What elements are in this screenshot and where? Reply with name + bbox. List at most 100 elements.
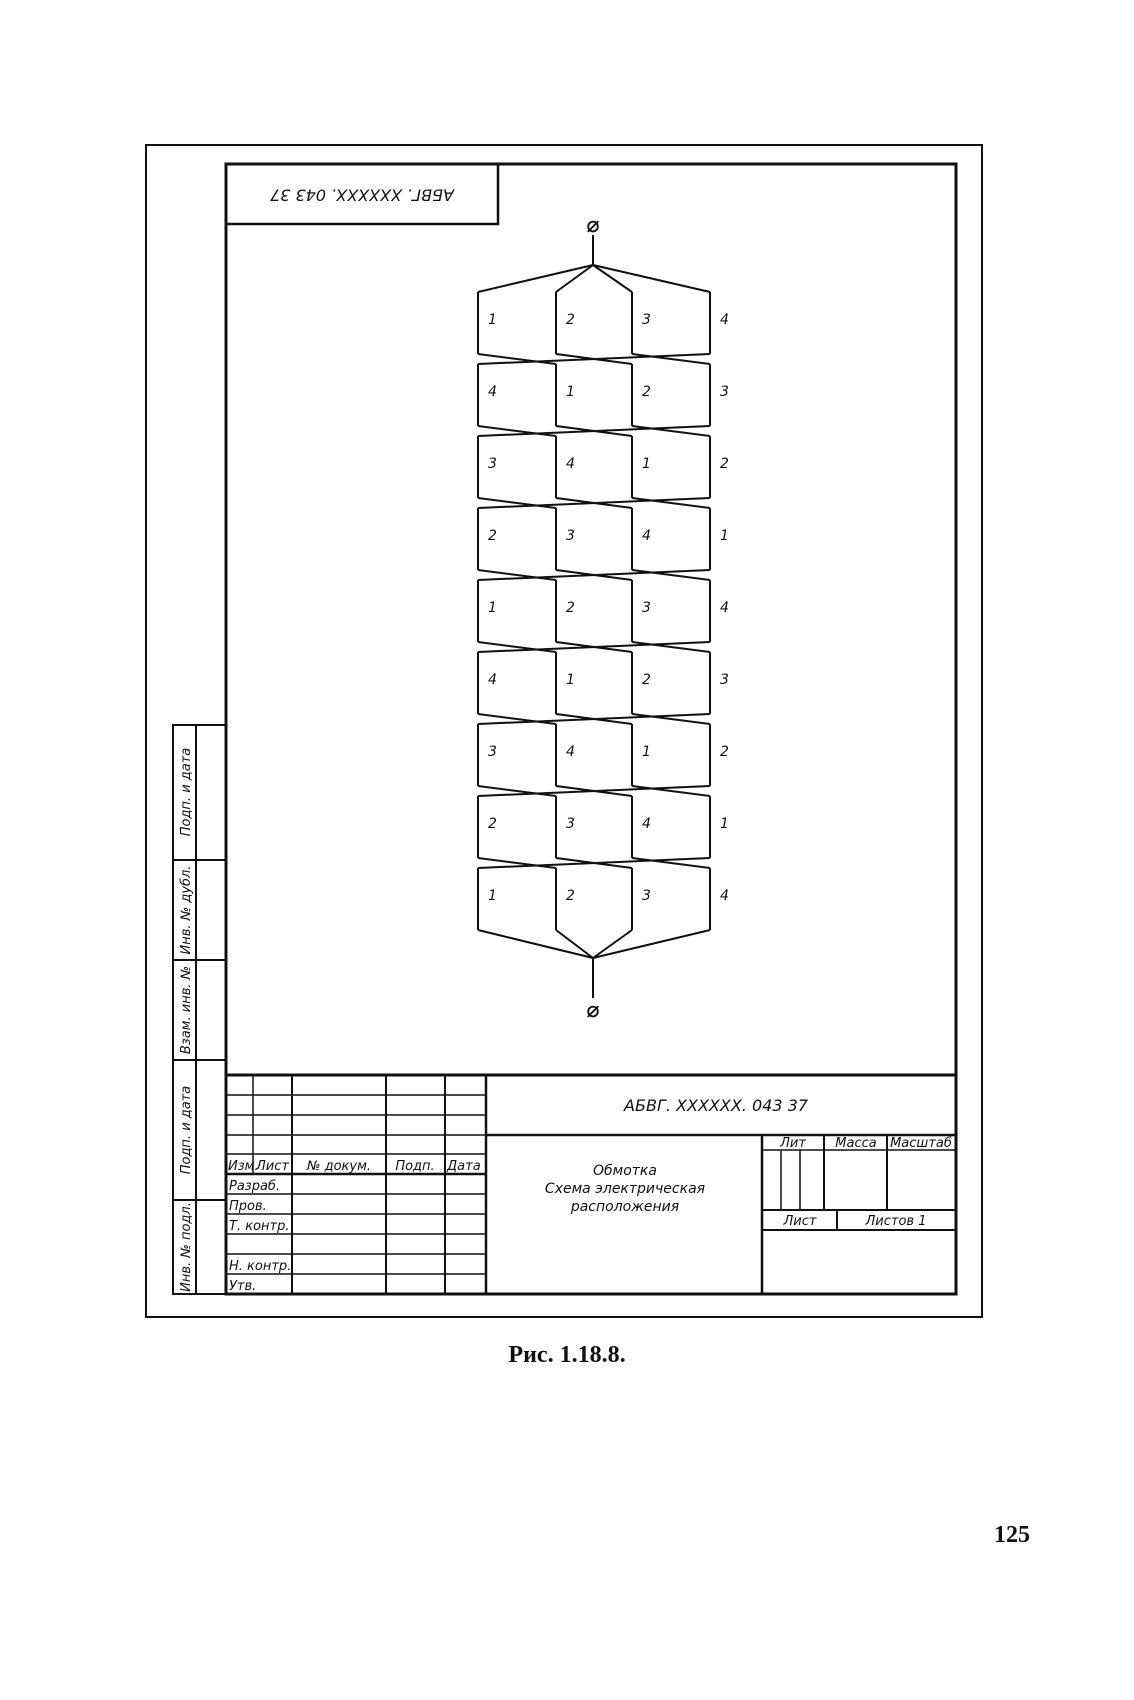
side-strip-label: Подп. и дата bbox=[179, 1086, 194, 1175]
col-header-list: Лист bbox=[255, 1159, 289, 1174]
conductor-label: 3 bbox=[566, 816, 575, 832]
conductor-label: 3 bbox=[720, 672, 729, 688]
conductor-label: 1 bbox=[488, 888, 497, 904]
role-checked: Пров. bbox=[229, 1199, 267, 1214]
conductor-label: 3 bbox=[488, 456, 497, 472]
conductor-segment bbox=[631, 353, 711, 365]
lit-label: Лит bbox=[779, 1136, 806, 1151]
conductor-segment bbox=[477, 785, 711, 797]
conductor-segment bbox=[477, 641, 557, 653]
conductor-label: 4 bbox=[488, 672, 497, 688]
conductor-label: 1 bbox=[642, 456, 651, 472]
conductor-label: 1 bbox=[566, 672, 575, 688]
doc-code: АБВГ. XXXXXX. 043 37 bbox=[623, 1096, 809, 1115]
conductor-segment bbox=[555, 264, 594, 293]
title-block bbox=[226, 1073, 956, 1294]
side-strip-label: Инв. № дубл. bbox=[179, 866, 194, 955]
conductor-segment bbox=[477, 929, 594, 959]
conductor-segment bbox=[631, 569, 711, 581]
conductor-segment bbox=[631, 785, 711, 797]
corner-code-box: АБВГ. XXXXXX. 043 37 bbox=[224, 162, 500, 226]
conductor-segment bbox=[477, 785, 557, 797]
conductor-segment bbox=[631, 713, 711, 725]
col-header-date: Дата bbox=[446, 1159, 481, 1174]
figure-caption: Рис. 1.18.8. bbox=[508, 1342, 626, 1368]
bottom-terminal-icon: ⌀ bbox=[586, 998, 599, 1023]
conductor-label: 3 bbox=[642, 888, 651, 904]
title-line-3: расположения bbox=[570, 1199, 679, 1215]
conductor-label: 4 bbox=[488, 384, 497, 400]
conductor-label: 2 bbox=[642, 384, 651, 400]
conductor-label: 1 bbox=[720, 816, 729, 832]
side-strip-label: Инв. № подл. bbox=[179, 1202, 194, 1292]
role-norm-control: Н. контр. bbox=[229, 1259, 291, 1274]
role-approved: Утв. bbox=[229, 1279, 256, 1294]
conductor-label: 3 bbox=[642, 312, 651, 328]
role-developed: Разраб. bbox=[229, 1179, 280, 1194]
conductor-label: 4 bbox=[720, 600, 729, 616]
conductor-segment bbox=[631, 857, 711, 869]
page-number: 125 bbox=[994, 1522, 1030, 1548]
col-header-izm: Изм. bbox=[228, 1159, 259, 1174]
side-strip bbox=[172, 724, 227, 1295]
conductor-label: 2 bbox=[566, 600, 575, 616]
conductor-segment bbox=[477, 497, 557, 509]
conductor-label: 3 bbox=[488, 744, 497, 760]
sheet-label: Лист bbox=[783, 1214, 817, 1229]
side-strip-label: Взам. инв. № bbox=[179, 966, 194, 1054]
col-header-doc-num: № докум. bbox=[306, 1159, 371, 1174]
conductor-segment bbox=[477, 425, 711, 437]
inner-frame bbox=[224, 162, 958, 1296]
role-tech-control: Т. контр. bbox=[229, 1219, 289, 1234]
title-line-2: Схема электрическая bbox=[545, 1181, 705, 1197]
scale-label: Масштаб bbox=[890, 1136, 952, 1151]
conductor-segment bbox=[477, 497, 711, 509]
conductor-segment bbox=[631, 497, 711, 509]
conductor-label: 4 bbox=[566, 744, 575, 760]
conductor-segment bbox=[592, 264, 633, 293]
conductor-segment bbox=[477, 857, 711, 869]
conductor-segment bbox=[477, 569, 711, 581]
conductor-segment bbox=[592, 929, 633, 959]
side-strip-label: Подп. и дата bbox=[179, 748, 194, 837]
conductor-label: 1 bbox=[720, 528, 729, 544]
conductor-segment bbox=[477, 264, 594, 293]
winding-diagram bbox=[477, 235, 711, 998]
conductor-label: 2 bbox=[566, 312, 575, 328]
col-header-sign: Подп. bbox=[395, 1159, 434, 1174]
conductor-segment bbox=[555, 929, 594, 959]
conductor-label: 4 bbox=[642, 528, 651, 544]
conductor-label: 2 bbox=[720, 456, 729, 472]
conductor-label: 2 bbox=[566, 888, 575, 904]
conductor-segment bbox=[477, 857, 557, 869]
conductor-segment bbox=[477, 353, 711, 365]
conductor-label: 1 bbox=[642, 744, 651, 760]
conductor-label: 2 bbox=[720, 744, 729, 760]
conductor-segment bbox=[477, 425, 557, 437]
conductor-segment bbox=[631, 425, 711, 437]
conductor-segment bbox=[477, 569, 557, 581]
conductor-label: 2 bbox=[642, 672, 651, 688]
title-line-1: Обмотка bbox=[593, 1163, 657, 1179]
conductor-segment bbox=[477, 641, 711, 653]
top-terminal-icon: ⌀ bbox=[586, 213, 599, 238]
conductor-label: 3 bbox=[720, 384, 729, 400]
conductor-label: 2 bbox=[488, 528, 497, 544]
conductor-label: 1 bbox=[488, 312, 497, 328]
conductor-label: 4 bbox=[720, 888, 729, 904]
conductor-label: 1 bbox=[488, 600, 497, 616]
conductor-label: 4 bbox=[720, 312, 729, 328]
outer-frame bbox=[145, 144, 983, 1318]
conductor-label: 1 bbox=[566, 384, 575, 400]
conductor-segment bbox=[592, 264, 711, 293]
conductor-segment bbox=[477, 713, 557, 725]
conductor-label: 2 bbox=[488, 816, 497, 832]
sheets-count-label: Листов 1 bbox=[865, 1214, 927, 1229]
mass-label: Масса bbox=[835, 1136, 876, 1151]
conductor-label: 4 bbox=[642, 816, 651, 832]
conductor-segment bbox=[631, 641, 711, 653]
conductor-segment bbox=[592, 929, 711, 959]
conductor-label: 4 bbox=[566, 456, 575, 472]
